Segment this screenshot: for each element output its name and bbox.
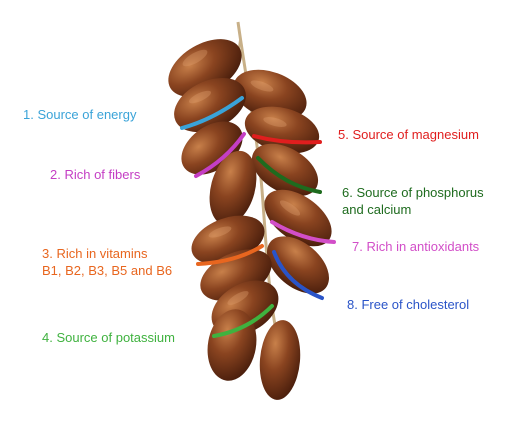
antioxidants-marker-line (270, 220, 336, 244)
energy-marker-line (180, 96, 244, 130)
phosphorus-marker-line (256, 156, 322, 194)
vitamins-marker-line (196, 244, 264, 266)
label-rich-in-vitamins: 3. Rich in vitamins B1, B2, B3, B5 and B… (42, 245, 172, 279)
date (251, 143, 319, 197)
fibers-marker-line (194, 132, 246, 178)
label-rich-in-vitamins-line1: 3. Rich in vitamins (42, 246, 148, 261)
potassium-marker-line (212, 304, 274, 338)
date (267, 236, 329, 294)
date-highlights (182, 49, 301, 305)
label-rich-in-vitamins-line2: B1, B2, B3, B5 and B6 (42, 263, 173, 278)
dates (168, 39, 332, 400)
date (259, 320, 301, 400)
date (174, 77, 246, 133)
label-free-of-cholesterol: 8. Free of cholesterol (347, 297, 470, 312)
date (209, 150, 257, 226)
date (264, 189, 332, 247)
label-rich-in-antioxidants: 7. Rich in antioxidants (352, 239, 480, 254)
label-rich-of-fibers: 2. Rich of fibers (50, 167, 141, 182)
label-source-of-phosphorus-line1: 6. Source of phosphorus (342, 185, 484, 200)
label-source-of-energy: 1. Source of energy (23, 107, 137, 122)
cholesterol-marker-line (272, 250, 324, 300)
magnesium-marker-line (252, 134, 322, 145)
date (233, 69, 307, 121)
label-source-of-potassium: 4. Source of potassium (42, 330, 175, 345)
label-source-of-magnesium: 5. Source of magnesium (338, 127, 479, 142)
label-source-of-phosphorus-line2: and calcium (342, 202, 412, 217)
label-source-of-phosphorus: 6. Source of phosphorus and calcium (342, 184, 484, 218)
